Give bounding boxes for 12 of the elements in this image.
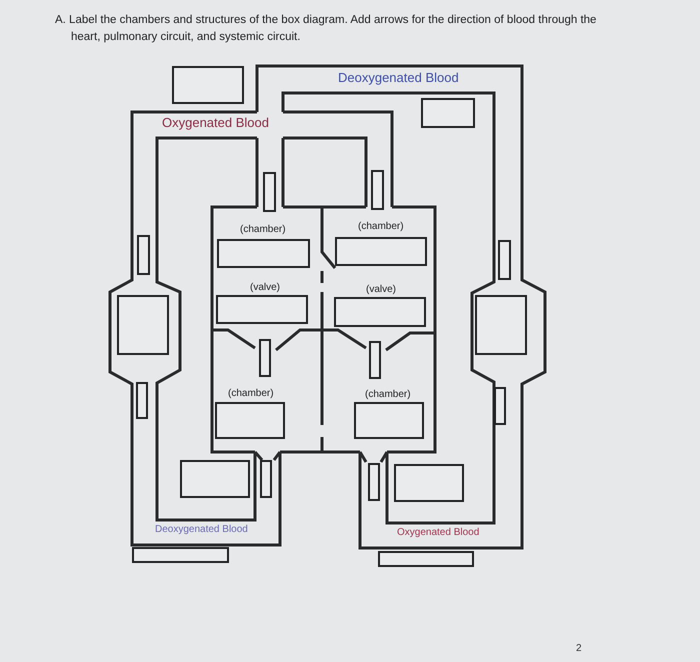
structure-label: (chamber) bbox=[358, 222, 404, 232]
structure-label: (valve) bbox=[250, 283, 280, 293]
structure-label: (valve) bbox=[366, 285, 396, 295]
vessel-label: Deoxygenated Blood bbox=[155, 525, 248, 535]
vessel-label: Deoxygenated Blood bbox=[338, 71, 459, 84]
question-text: A. Label the chambers and structures of the box diagram. Add arrows for the direction of blood through the heart, pulmonary circuit, and systemic circuit. bbox=[55, 13, 598, 45]
structure-label: (chamber) bbox=[365, 390, 411, 400]
structure-label: (chamber) bbox=[240, 225, 286, 235]
page-number: 2 bbox=[576, 644, 582, 654]
structure-label: (chamber) bbox=[228, 389, 274, 399]
vessel-label: Oxygenated Blood bbox=[162, 116, 269, 129]
vessel-label: Oxygenated Blood bbox=[397, 528, 480, 538]
